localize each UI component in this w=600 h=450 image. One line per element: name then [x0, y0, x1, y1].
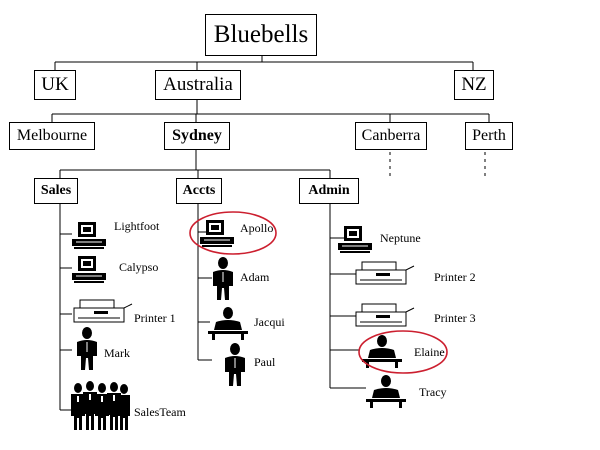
printer-icon[interactable] — [72, 298, 134, 326]
city-melbourne[interactable]: Melbourne — [9, 122, 95, 150]
highlight-circle — [358, 330, 448, 374]
computer-icon[interactable] — [338, 224, 378, 254]
person-icon[interactable] — [220, 342, 250, 386]
item-label: Mark — [104, 346, 130, 360]
item-label: SalesTeam — [134, 405, 186, 419]
person-icon[interactable] — [72, 326, 102, 370]
item-label: Neptune — [380, 231, 421, 245]
person-at-desk-icon[interactable] — [206, 306, 250, 342]
computer-icon[interactable] — [72, 220, 112, 250]
computer-icon[interactable] — [200, 218, 240, 248]
item-label: Elaine — [414, 345, 445, 359]
city-perth[interactable]: Perth — [465, 122, 513, 150]
person-at-desk-icon[interactable] — [360, 334, 404, 370]
person-icon[interactable] — [208, 256, 238, 300]
item-label: Paul — [254, 355, 276, 369]
dept-accts[interactable]: Accts — [176, 178, 222, 204]
city-canberra[interactable]: Canberra — [355, 122, 427, 150]
country-nz[interactable]: NZ — [454, 70, 494, 100]
item-label: Apollo — [240, 221, 274, 235]
printer-icon[interactable] — [354, 302, 416, 330]
computer-icon[interactable] — [72, 254, 112, 284]
root-node[interactable]: Bluebells — [205, 14, 317, 56]
country-uk[interactable]: UK — [34, 70, 76, 100]
item-label: Printer 3 — [434, 311, 476, 325]
highlight-circle — [189, 211, 277, 255]
person-at-desk-icon[interactable] — [364, 374, 408, 410]
item-label: Printer 1 — [134, 311, 176, 325]
group-icon[interactable] — [70, 380, 130, 432]
item-label: Tracy — [419, 385, 447, 399]
item-label: Adam — [240, 270, 270, 284]
country-australia[interactable]: Australia — [155, 70, 241, 100]
item-label: Lightfoot — [114, 219, 160, 233]
item-label: Printer 2 — [434, 270, 476, 284]
city-sydney[interactable]: Sydney — [164, 122, 230, 150]
item-label: Jacqui — [254, 315, 285, 329]
dept-admin[interactable]: Admin — [299, 178, 359, 204]
printer-icon[interactable] — [354, 260, 416, 288]
dept-sales[interactable]: Sales — [34, 178, 78, 204]
item-label: Calypso — [119, 260, 159, 274]
